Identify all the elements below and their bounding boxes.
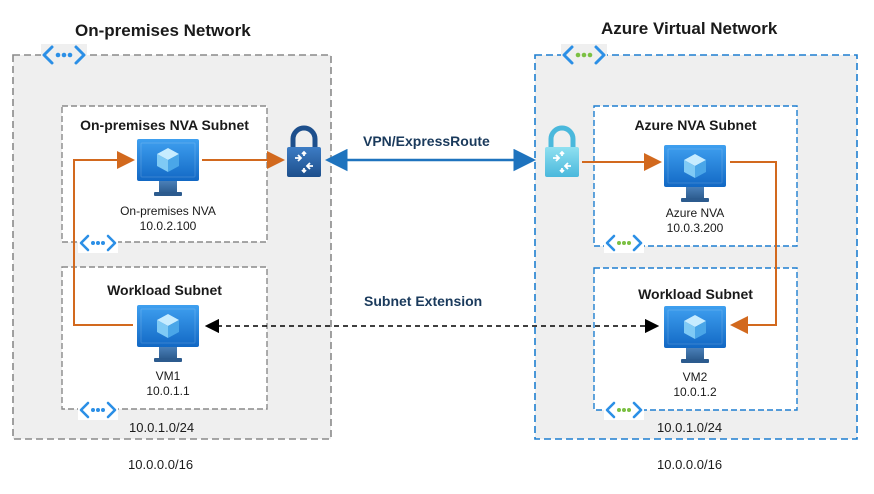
azure-nva-name: Azure NVA <box>665 206 725 220</box>
azure-nva-label: Azure NVA 10.0.3.200 <box>615 206 775 236</box>
azure-nva-subnet-vnet-icon <box>604 233 644 253</box>
azure-network-vnet-icon <box>561 44 607 66</box>
azure-network-title: Azure Virtual Network <box>601 19 778 38</box>
azure-workload-subnet-title: Workload Subnet <box>638 286 753 302</box>
vm2-name: VM2 <box>682 370 708 384</box>
onprem-network-cidr: 10.0.0.0/16 <box>128 457 194 472</box>
onprem-network-title: On-premises Network <box>75 21 251 40</box>
vm1-label: VM1 10.0.1.1 <box>88 369 248 399</box>
onprem-nva-label: On-premises NVA 10.0.2.100 <box>88 204 248 234</box>
vm1-name: VM1 <box>155 369 181 383</box>
azure-network-cidr: 10.0.0.0/16 <box>657 457 723 472</box>
azure-nva-subnet-title: Azure NVA Subnet <box>634 117 757 133</box>
azure-nva-to-vm2-route-arrow <box>730 161 777 334</box>
onprem-workload-subnet-vnet-icon <box>78 400 118 420</box>
azure-vpn-gateway-icon <box>545 125 579 177</box>
azure-nva-ip: 10.0.3.200 <box>666 221 724 235</box>
onprem-nva-ip: 10.0.2.100 <box>139 219 197 233</box>
subnet-extension-label: Subnet Extension <box>364 293 483 309</box>
onprem-workload-subnet-title: Workload Subnet <box>107 282 222 298</box>
azure-workload-subnet-cidr: 10.0.1.0/24 <box>657 420 723 435</box>
azure-workload-subnet-vnet-icon <box>604 400 644 420</box>
onprem-workload-subnet-cidr: 10.0.1.0/24 <box>129 420 195 435</box>
vm2-label: VM2 10.0.1.2 <box>615 370 775 400</box>
vm1-ip: 10.0.1.1 <box>146 384 190 398</box>
onprem-nva-name: On-premises NVA <box>120 204 216 218</box>
vpn-expressroute-label: VPN/ExpressRoute <box>363 133 490 149</box>
onprem-network-vnet-icon <box>41 44 87 66</box>
vm2-ip: 10.0.1.2 <box>673 385 717 399</box>
onprem-nva-subnet-vnet-icon <box>78 233 118 253</box>
onprem-vpn-gateway-icon <box>287 125 321 177</box>
vm1-to-onprem-nva-route-arrow <box>73 151 135 326</box>
onprem-nva-subnet-title: On-premises NVA Subnet <box>80 117 249 133</box>
